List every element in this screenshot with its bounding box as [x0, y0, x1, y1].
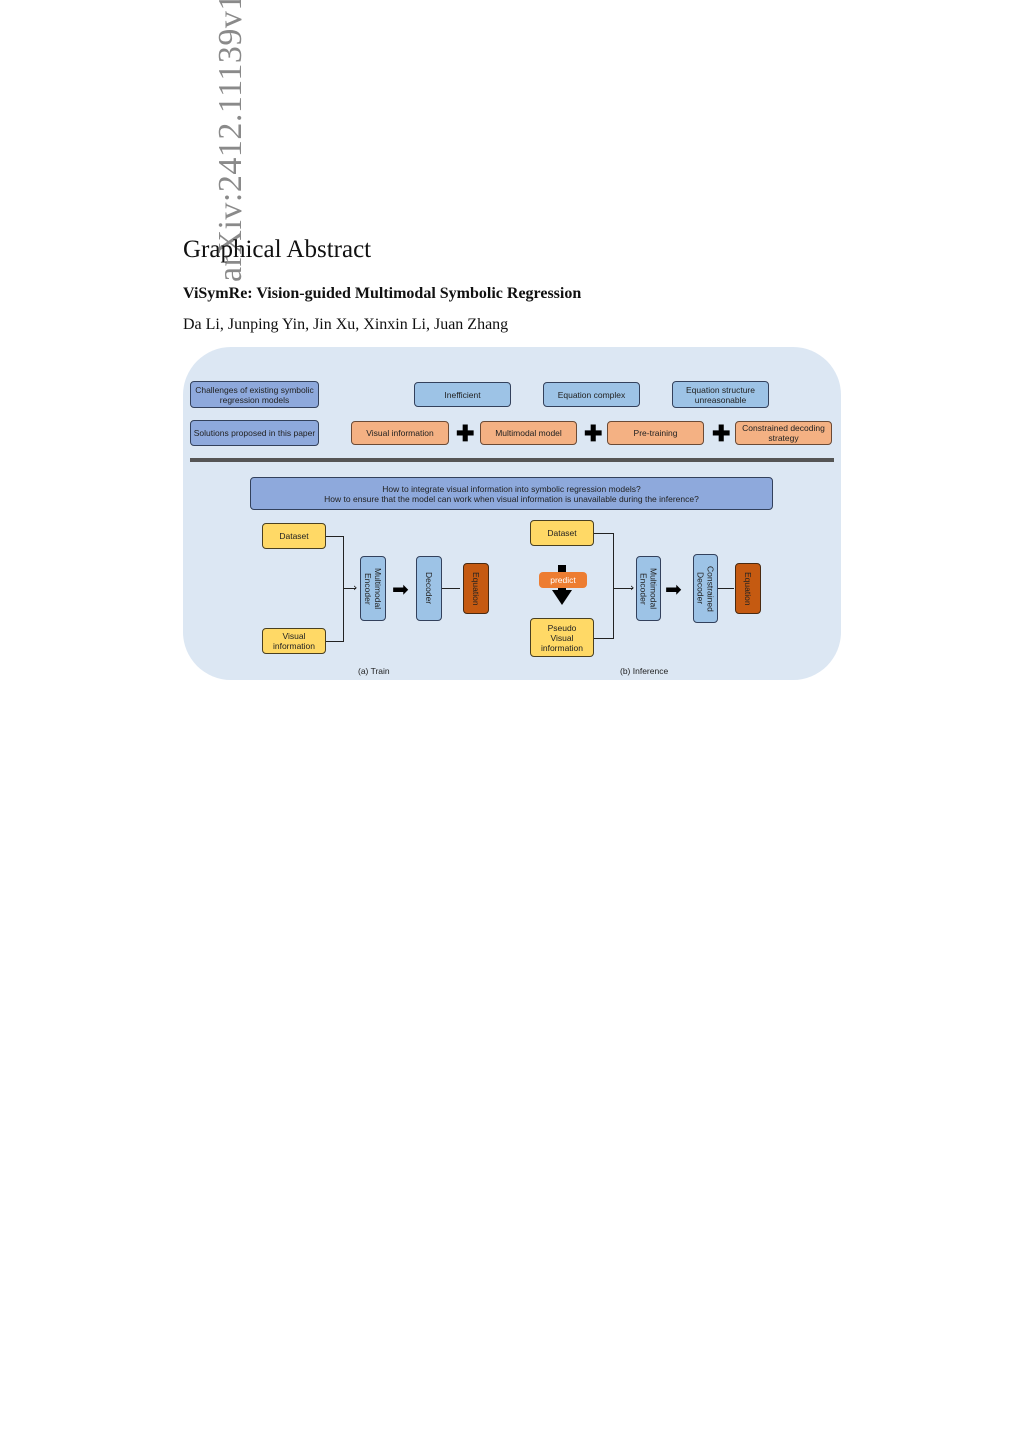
solutions-label: Solutions proposed in this paper — [190, 420, 319, 446]
divider — [190, 458, 834, 462]
authors: Da Li, Junping Yin, Jin Xu, Xinxin Li, J… — [183, 316, 509, 333]
inference-dataset-box: Dataset — [530, 520, 594, 546]
big-arrow-icon: ➡ — [665, 577, 682, 601]
predict-label: predict — [539, 572, 587, 588]
plus-icon: ✚ — [584, 421, 603, 446]
question: How to integrate visual information into… — [382, 483, 641, 494]
connector — [326, 536, 344, 538]
connector — [326, 641, 344, 643]
plus-icon: ✚ — [712, 421, 731, 446]
questions-box: How to integrate visual information into… — [250, 477, 773, 510]
train-equation-box: Equation — [463, 563, 489, 614]
big-arrow-icon: ➡ — [392, 577, 409, 601]
solution-box: Multimodal model — [480, 421, 577, 445]
train-caption: (a) Train — [358, 666, 390, 676]
inference-decoder-box: Constrained Decoder — [693, 554, 718, 623]
inference-encoder-box: Multimodal Encoder — [636, 556, 661, 621]
train-decoder-box: Decoder — [416, 556, 442, 621]
arrow-head-icon: › — [630, 581, 635, 594]
solution-box: Pre-training — [607, 421, 704, 445]
challenge-box: Equation complex — [543, 382, 640, 407]
challenge-box: Inefficient — [414, 382, 511, 407]
connector — [718, 588, 734, 590]
section-heading: Graphical Abstract — [183, 236, 372, 263]
connector — [613, 533, 615, 639]
pseudo-visual-box: Pseudo Visual information — [530, 618, 594, 657]
connector — [594, 638, 614, 640]
down-arrow-icon — [552, 590, 572, 605]
plus-icon: ✚ — [456, 421, 475, 446]
train-dataset-box: Dataset — [262, 523, 326, 549]
connector — [344, 588, 356, 590]
connector — [594, 533, 614, 535]
solution-box: Visual information — [351, 421, 449, 445]
question: How to ensure that the model can work wh… — [324, 493, 699, 504]
inference-equation-box: Equation — [735, 563, 761, 614]
arrow-head-icon: › — [353, 581, 358, 594]
challenges-label: Challenges of existing symbolic regressi… — [190, 381, 319, 408]
connector — [343, 536, 345, 642]
paper-title: ViSymRe: Vision-guided Multimodal Symbol… — [183, 285, 582, 302]
connector — [614, 588, 633, 590]
connector — [442, 588, 460, 590]
train-encoder-box: Multimodal Encoder — [360, 556, 386, 621]
solution-box: Constrained decoding strategy — [735, 421, 832, 445]
inference-caption: (b) Inference — [620, 666, 669, 676]
train-visual-box: Visual information — [262, 628, 326, 654]
challenge-box: Equation structure unreasonable — [672, 381, 769, 408]
